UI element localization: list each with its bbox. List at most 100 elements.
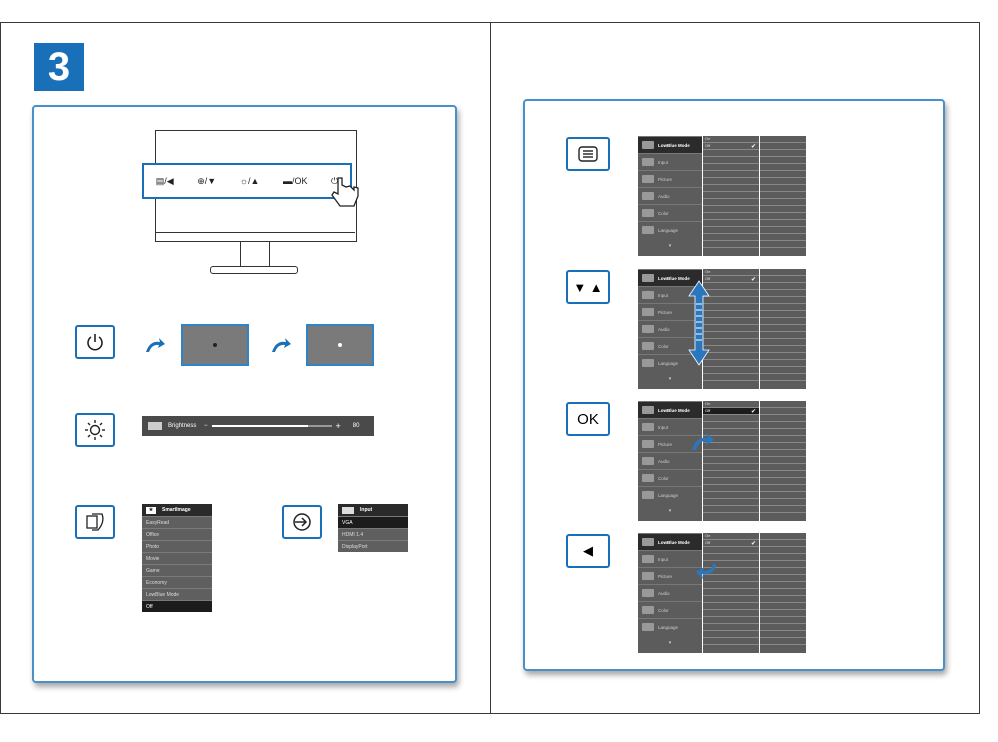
osd-value-line bbox=[760, 367, 806, 374]
osd-menu-item[interactable]: Audio bbox=[638, 584, 702, 601]
osd-value-column bbox=[760, 401, 806, 521]
input-item[interactable]: DisplayPort bbox=[338, 540, 408, 552]
osd-menu-item[interactable]: Audio bbox=[638, 187, 702, 204]
smartimage-key[interactable] bbox=[75, 505, 115, 539]
osd-submenu-item[interactable]: Off✔ bbox=[703, 408, 759, 415]
osd-submenu-item[interactable]: On bbox=[703, 269, 759, 276]
osd-value-line bbox=[760, 276, 806, 283]
smartimage-item[interactable]: Game bbox=[142, 564, 212, 576]
brightness-slider[interactable] bbox=[211, 425, 332, 427]
smartimage-item[interactable]: Economy bbox=[142, 576, 212, 588]
down-up-key[interactable]: ▼ ▲ bbox=[566, 270, 610, 304]
osd-submenu-item[interactable]: On bbox=[703, 533, 759, 540]
power-button[interactable]: ⏻ bbox=[331, 175, 339, 186]
smartimage-item[interactable]: LowBlue Mode bbox=[142, 588, 212, 600]
osd-item-icon bbox=[642, 274, 654, 282]
osd-menu-item[interactable]: LowBlue Mode bbox=[638, 533, 702, 550]
osd-item-icon bbox=[642, 308, 654, 316]
osd-item-icon bbox=[642, 141, 654, 149]
osd-value-line bbox=[760, 464, 806, 471]
monitor-base bbox=[210, 266, 298, 274]
osd-menu-item[interactable]: Color bbox=[638, 469, 702, 486]
input-down-button[interactable]: ⊕/▼ bbox=[197, 175, 217, 186]
smartimage-left-button[interactable]: ▤/◀ bbox=[155, 175, 174, 186]
osd-item-icon bbox=[642, 555, 654, 563]
osd-menu-item[interactable]: LowBlue Mode bbox=[638, 136, 702, 153]
osd-submenu-line bbox=[703, 589, 759, 596]
power-key[interactable] bbox=[75, 325, 115, 359]
osd-menu-item[interactable]: Language bbox=[638, 486, 702, 503]
osd-menu-item[interactable]: Picture bbox=[638, 567, 702, 584]
osd-item-label: Audio bbox=[658, 193, 670, 199]
input-key[interactable] bbox=[282, 505, 322, 539]
smartimage-item-selected[interactable]: Off bbox=[142, 600, 212, 612]
osd-submenu-item[interactable]: On bbox=[703, 136, 759, 143]
osd-value-line bbox=[760, 353, 806, 360]
osd-value-line bbox=[760, 157, 806, 164]
osd-menu-item[interactable]: Language bbox=[638, 354, 702, 371]
ok-key[interactable]: OK bbox=[566, 402, 610, 436]
osd-menu-item[interactable]: Color bbox=[638, 337, 702, 354]
smartimage-icon bbox=[86, 513, 104, 531]
osd-menu-item[interactable]: Input bbox=[638, 153, 702, 170]
menu-ok-button[interactable]: ▬/OK bbox=[282, 176, 308, 186]
osd-submenu-line bbox=[703, 297, 759, 304]
osd-submenu-item[interactable]: Off✔ bbox=[703, 540, 759, 547]
brightness-value: 80 bbox=[352, 423, 360, 429]
osd-menu-item[interactable]: Input bbox=[638, 286, 702, 303]
osd-item-label: Color bbox=[658, 607, 669, 613]
osd-submenu-line bbox=[703, 638, 759, 645]
osd-value-line bbox=[760, 631, 806, 638]
osd-submenu-line bbox=[703, 450, 759, 457]
osd-menu-item[interactable]: Input bbox=[638, 418, 702, 435]
osd-submenu-item[interactable]: On bbox=[703, 401, 759, 408]
osd-item-label: Language bbox=[658, 227, 679, 233]
smartimage-item[interactable]: Movie bbox=[142, 552, 212, 564]
left-key[interactable]: ◀ bbox=[566, 534, 610, 568]
smartimage-item[interactable]: Office bbox=[142, 528, 212, 540]
osd-menu-item[interactable]: LowBlue Mode bbox=[638, 269, 702, 286]
osd-value-line bbox=[760, 533, 806, 540]
osd-menu-item[interactable]: Language bbox=[638, 221, 702, 238]
osd-item-icon bbox=[642, 572, 654, 580]
brightness-up-button[interactable]: ☼/▲ bbox=[239, 176, 260, 186]
osd-value-column bbox=[760, 533, 806, 653]
osd-menu-item[interactable]: Audio bbox=[638, 452, 702, 469]
osd-menu-item[interactable]: Color bbox=[638, 204, 702, 221]
osd-value-line bbox=[760, 192, 806, 199]
osd-menu-item[interactable]: Language bbox=[638, 618, 702, 635]
smartimage-menu-header: ★SmartImage bbox=[142, 504, 212, 516]
osd-more-indicator: ▾ bbox=[668, 376, 672, 382]
brightness-key[interactable] bbox=[75, 413, 115, 447]
osd-item-label: Picture bbox=[658, 441, 673, 447]
power-led-off bbox=[213, 343, 217, 347]
osd-menu-item[interactable]: LowBlue Mode bbox=[638, 401, 702, 418]
osd-submenu-line bbox=[703, 561, 759, 568]
osd-item-label: Language bbox=[658, 624, 679, 630]
osd-submenu-line bbox=[703, 464, 759, 471]
smartimage-item[interactable]: EasyRead bbox=[142, 516, 212, 528]
osd-menu-item[interactable]: Audio bbox=[638, 320, 702, 337]
osd-menu-item[interactable]: Picture bbox=[638, 303, 702, 320]
input-item[interactable]: HDMI 1.4 bbox=[338, 528, 408, 540]
osd-item-icon bbox=[642, 359, 654, 367]
osd-menu-item[interactable]: Picture bbox=[638, 435, 702, 452]
input-icon bbox=[293, 513, 311, 531]
menu-key[interactable] bbox=[566, 137, 610, 171]
smartimage-item[interactable]: Photo bbox=[142, 540, 212, 552]
check-icon: ✔ bbox=[750, 277, 756, 283]
osd-value-line bbox=[760, 318, 806, 325]
osd-value-line bbox=[760, 443, 806, 450]
osd-submenu-item[interactable]: Off✔ bbox=[703, 276, 759, 283]
osd-item-label: Color bbox=[658, 210, 669, 216]
osd-value-line bbox=[760, 603, 806, 610]
osd-menu-item[interactable]: Picture bbox=[638, 170, 702, 187]
check-icon: ✔ bbox=[750, 541, 756, 547]
scroll-updown-icon bbox=[688, 280, 710, 366]
osd-menu-item[interactable]: Input bbox=[638, 550, 702, 567]
input-item-selected[interactable]: VGA bbox=[338, 516, 408, 528]
osd-menu-item[interactable]: Color bbox=[638, 601, 702, 618]
osd-value-line bbox=[760, 499, 806, 506]
osd-submenu-item[interactable]: Off✔ bbox=[703, 143, 759, 150]
